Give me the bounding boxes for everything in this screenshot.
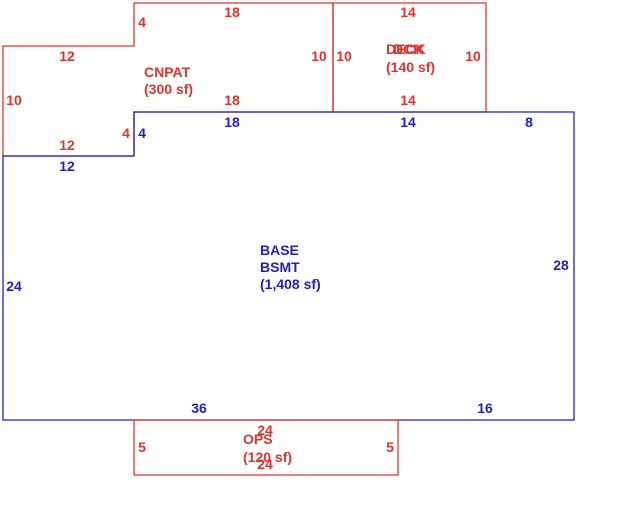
- ops-label: OPS: [243, 431, 273, 447]
- dim-cnpat-left: 10: [6, 92, 22, 108]
- dim-cnpat-top: 18: [224, 4, 240, 20]
- dim-base-right: 28: [553, 257, 569, 273]
- base-name: BSMT: [260, 259, 300, 275]
- dim-cnpat-bottom: 18: [224, 92, 240, 108]
- dim-deck-bottom: 14: [400, 92, 416, 108]
- dim-ops-bottom: 24: [257, 456, 273, 472]
- deck-area: (140 sf): [386, 59, 435, 75]
- base-outline: [2, 111, 575, 421]
- dim-base-top-mid: 14: [400, 114, 416, 130]
- base-area: (1,408 sf): [260, 276, 321, 292]
- ops-area: (120 sf): [243, 449, 292, 465]
- cnpat-area: (300 sf): [144, 81, 193, 97]
- dim-cnpat-step-bottom: 4: [122, 125, 130, 141]
- dim-cnpat-step-top: 4: [138, 14, 146, 30]
- dim-base-step-right: 4: [138, 125, 146, 141]
- dim-base-step-bottom: 12: [59, 158, 75, 174]
- dim-ops-right: 5: [386, 439, 394, 455]
- dim-deck-top: 14: [400, 4, 416, 20]
- dim-ops-top: 24: [257, 422, 273, 438]
- dim-base-bottom-right: 16: [477, 400, 493, 416]
- dim-cnpat-right: 10: [311, 48, 327, 64]
- dim-ops-left: 5: [138, 439, 146, 455]
- dim-base-bottom-left: 36: [191, 400, 207, 416]
- dim-cnpat-left-bottom: 12: [59, 137, 75, 153]
- base-label: BASE: [260, 242, 299, 258]
- ops-outline: [133, 419, 399, 476]
- deck-label: DECK: [386, 41, 426, 57]
- dim-base-top-right: 8: [525, 114, 533, 130]
- dim-deck-left: 10: [336, 48, 352, 64]
- dim-base-left: 24: [6, 278, 22, 294]
- dim-base-top-left: 18: [224, 114, 240, 130]
- cnpat-label: CNPAT: [144, 64, 191, 80]
- dim-deck-right: 10: [465, 48, 481, 64]
- dck-label: DCK: [393, 41, 423, 57]
- dim-cnpat-left-top: 12: [59, 48, 75, 64]
